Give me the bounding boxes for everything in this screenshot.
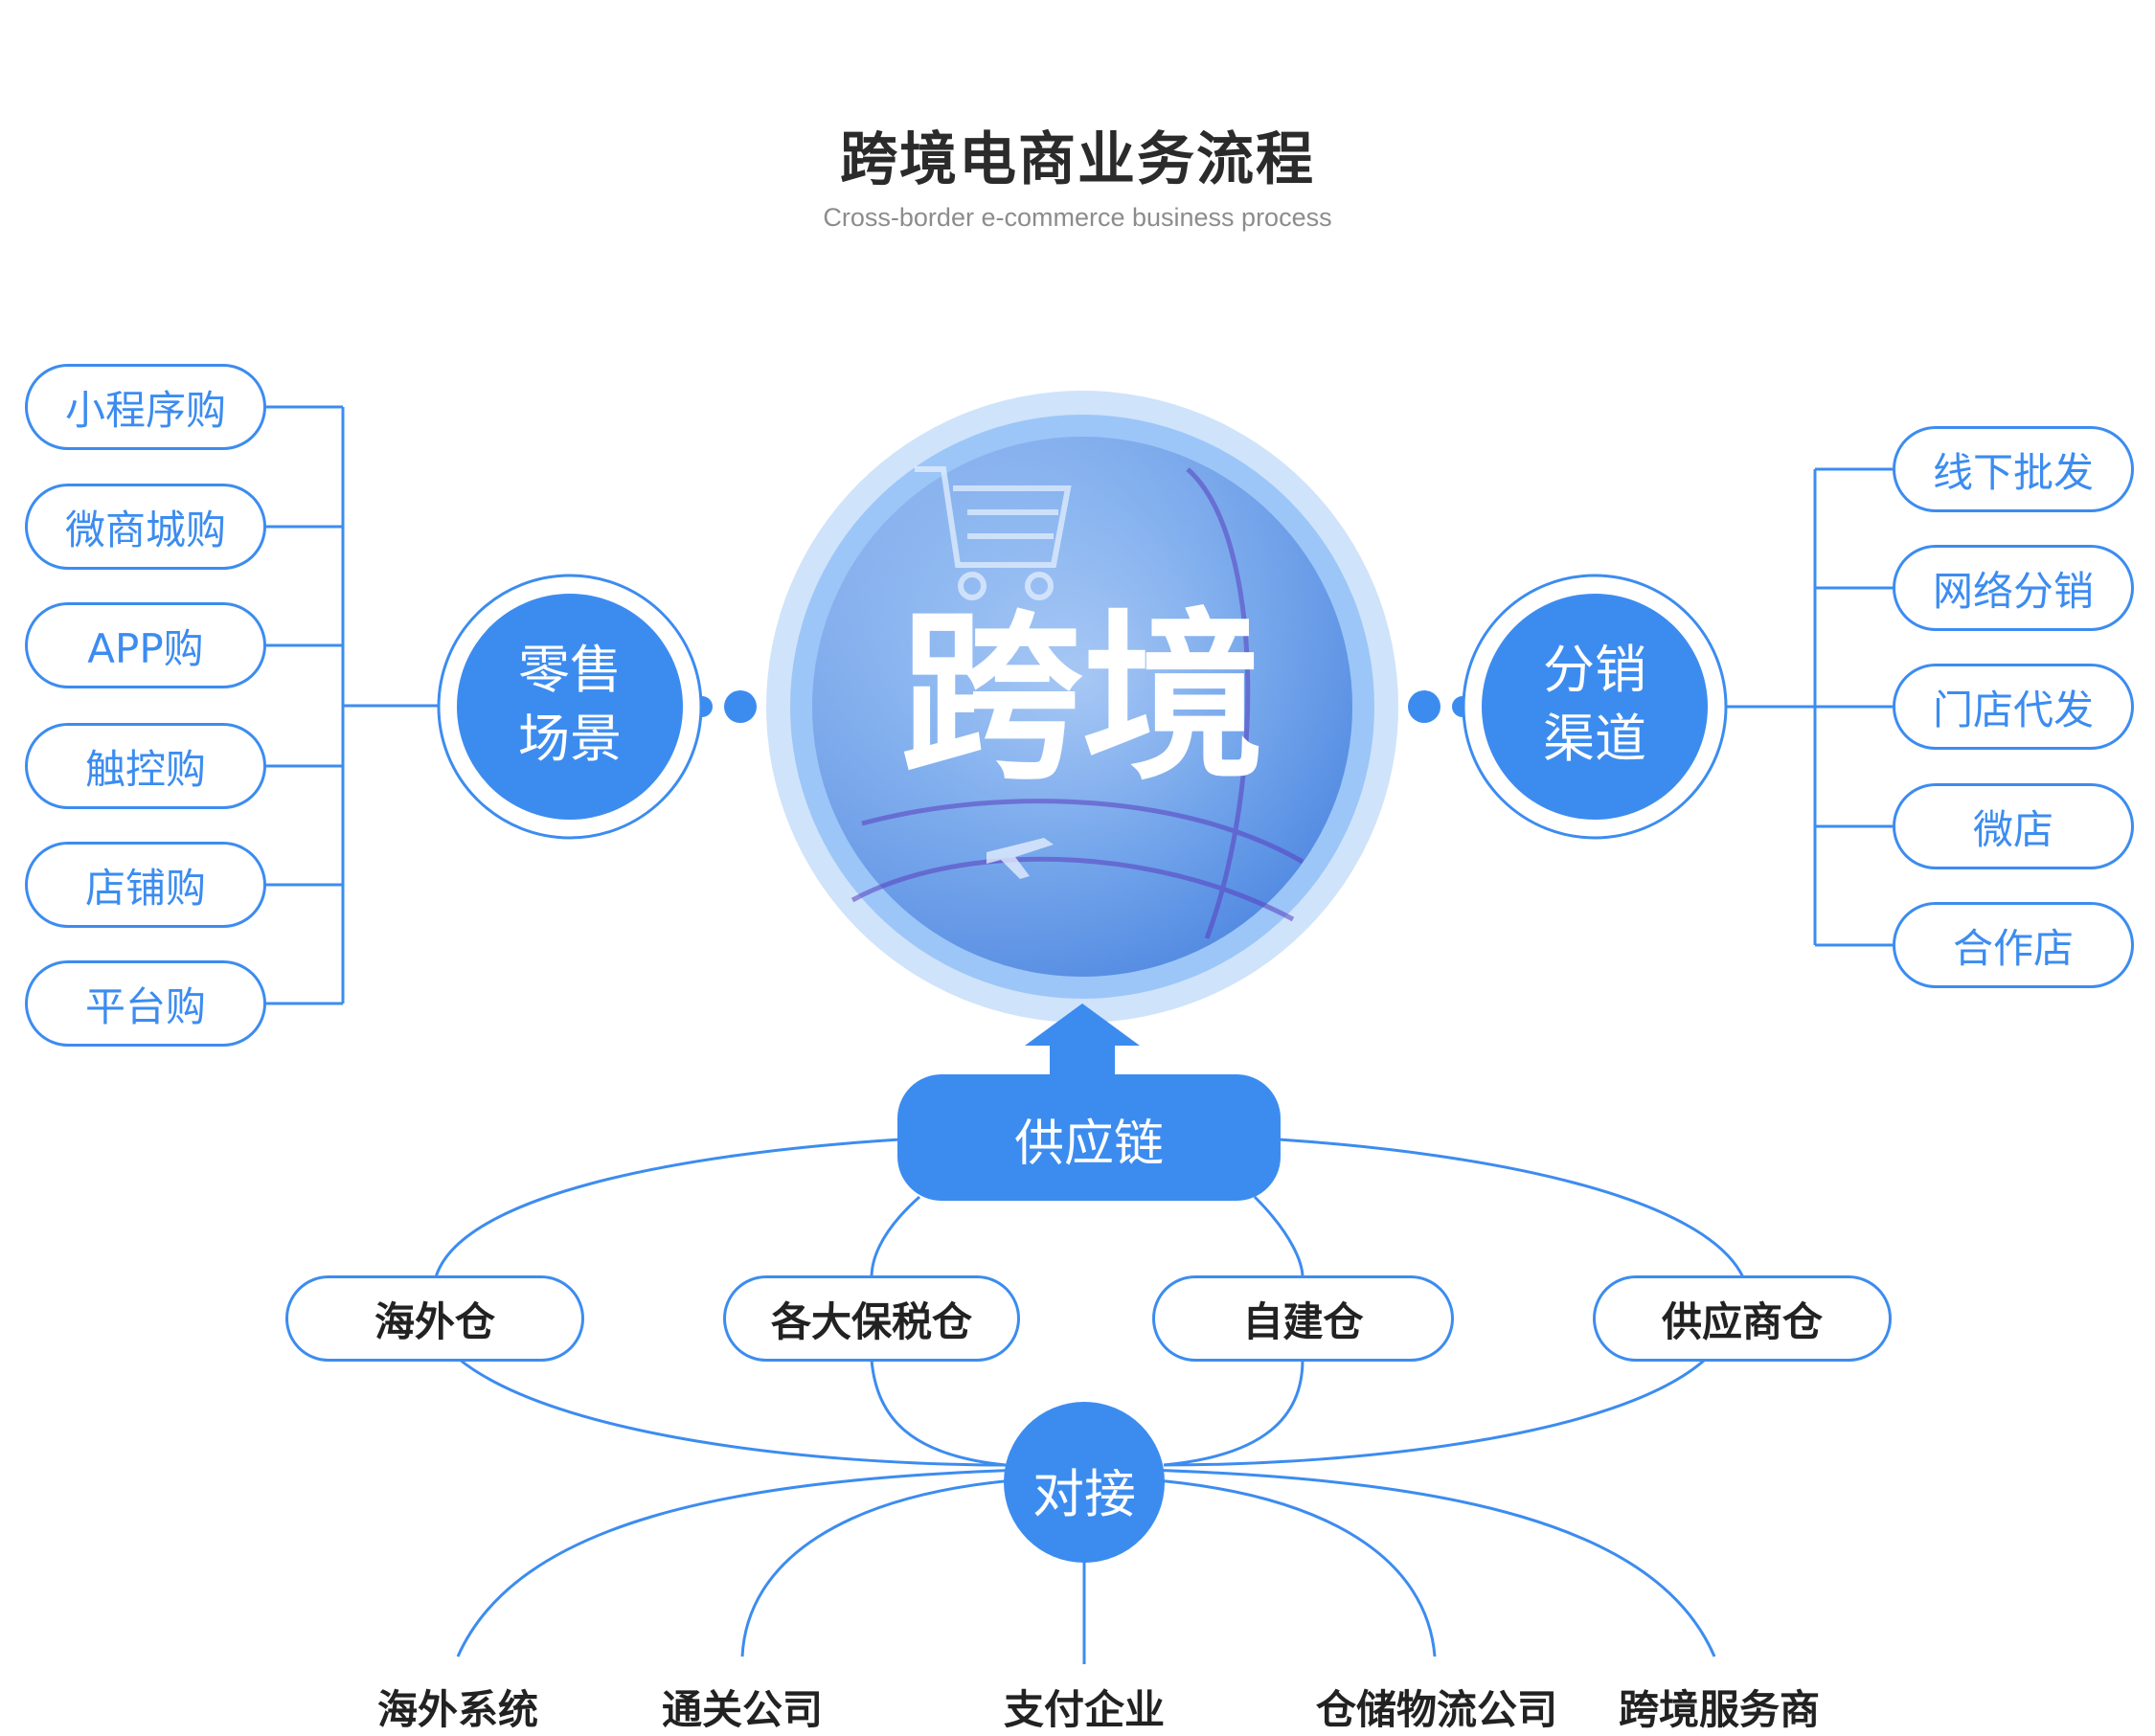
distribution-node: [1462, 574, 1728, 840]
warehouse-overseas: 海外仓: [285, 1275, 584, 1362]
page-title: 跨境电商业务流程: [840, 126, 1315, 193]
center-circle: [766, 391, 1398, 1023]
distribution-bracket: [1719, 467, 1893, 947]
up-arrow: [1025, 1003, 1140, 1077]
supply-chain-label: 供应链: [1013, 1116, 1164, 1173]
partner-cross-border-service: 跨境服务商: [1618, 1686, 1820, 1733]
retail-label-line1: 零售: [518, 640, 622, 700]
retail-item-app: APP购: [25, 602, 266, 688]
distribution-label-line1: 分销: [1543, 640, 1646, 700]
docking-label: 对接: [1032, 1464, 1136, 1524]
partner-customs: 通关公司: [661, 1686, 823, 1733]
page-subtitle: Cross-border e-commerce business process: [823, 203, 1332, 232]
warehouse-self-built: 自建仓: [1152, 1275, 1454, 1362]
retail-node-label: 零售 场景: [493, 636, 646, 774]
retail-item-touch: 触控购: [25, 723, 266, 809]
retail-item-platform: 平台购: [25, 960, 266, 1047]
docking-circle: [1004, 1402, 1165, 1563]
supply-curves: [434, 1138, 1745, 1467]
center-label: 跨境: [899, 593, 1264, 804]
retail-node: [437, 574, 703, 840]
warehouse-supplier: 供应商仓: [1593, 1275, 1892, 1362]
retail-label-line2: 场景: [518, 709, 622, 769]
distribution-item-micro-store: 微店: [1893, 783, 2134, 869]
retail-item-miniprogram: 小程序购: [25, 364, 266, 450]
supply-chain-box: [897, 1074, 1281, 1201]
distribution-item-partner-store: 合作店: [1893, 902, 2134, 988]
retail-bracket: [264, 405, 441, 1005]
distribution-item-store-dropship: 门店代发: [1893, 664, 2134, 750]
distribution-label-line2: 渠道: [1543, 709, 1646, 769]
retail-item-micro-mall: 微商城购: [25, 484, 266, 570]
docking-curves: [456, 1468, 1716, 1664]
partner-overseas-system: 海外系统: [376, 1686, 538, 1733]
partner-logistics: 仓储物流公司: [1315, 1686, 1557, 1733]
warehouse-bonded: 各大保税仓: [723, 1275, 1020, 1362]
distribution-node-label: 分销 渠道: [1518, 636, 1671, 774]
retail-item-store: 店铺购: [25, 842, 266, 928]
distribution-item-wholesale: 线下批发: [1893, 426, 2134, 512]
partner-payment: 支付企业: [1003, 1686, 1165, 1733]
distribution-item-online: 网络分销: [1893, 545, 2134, 631]
